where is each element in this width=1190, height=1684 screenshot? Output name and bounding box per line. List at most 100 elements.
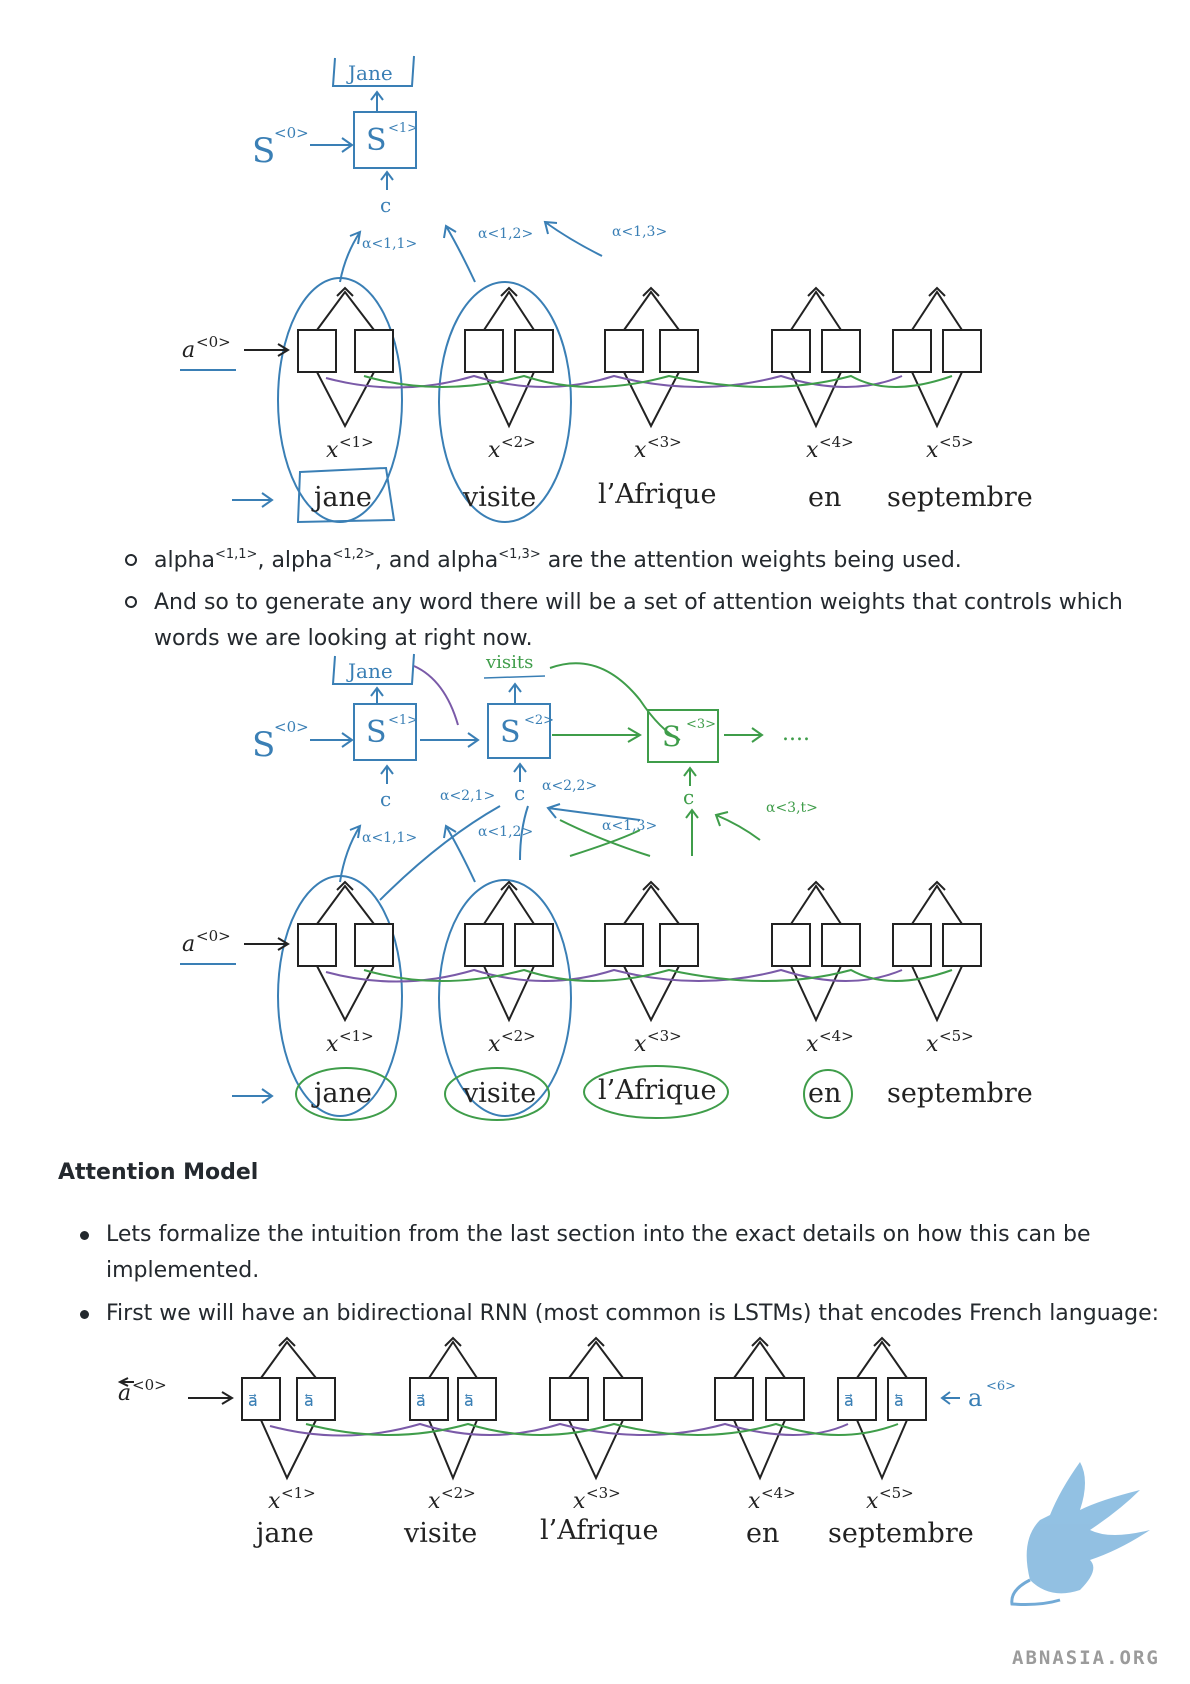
svg-text:visite: visite [462, 482, 536, 513]
attention-set-text-line2: words we are looking at right now. [154, 626, 533, 651]
fwd-cell-1 [297, 329, 337, 373]
svg-text:S: S [662, 720, 681, 753]
alpha-weights-text: alpha<1,1>, alpha<1,2>, and alpha<1,3> a… [154, 547, 962, 573]
a0-label: a [182, 338, 195, 363]
bullet-marker [125, 596, 137, 608]
svg-text:x: x [634, 438, 647, 463]
svg-text:septembre: septembre [828, 1518, 974, 1549]
svg-text:c: c [514, 781, 525, 805]
formalize-text-line2: implemented. [106, 1258, 260, 1283]
svg-text:x: x [326, 438, 339, 463]
svg-text:septembre: septembre [887, 482, 1033, 513]
jane-box [296, 466, 396, 524]
svg-text:l’Afrique: l’Afrique [598, 479, 716, 510]
x-labels-1: x<1> x<2> x<3> x<4> x<5> [326, 433, 974, 463]
output-box [331, 55, 415, 87]
x-labels-2: x<1> x<2> x<3> x<4> x<5> [326, 1027, 974, 1057]
alpha11-label: α<1,1> [362, 236, 417, 252]
svg-text:<5>: <5> [879, 1484, 914, 1502]
words-3: jane visite l’Afrique en septembre [253, 1515, 974, 1549]
svg-text:a⃗: a⃗ [844, 1391, 854, 1410]
svg-text:l’Afrique: l’Afrique [540, 1515, 658, 1546]
s0-sup: <0> [274, 124, 309, 142]
a0-label: a [118, 1381, 131, 1406]
svg-text:<0>: <0> [196, 927, 231, 945]
svg-text:x: x [488, 438, 501, 463]
brnn-row-1 [297, 286, 982, 429]
s1-sup: <1> [388, 121, 418, 136]
svg-text:a⃖: a⃖ [894, 1391, 904, 1410]
svg-text:a⃖: a⃖ [304, 1391, 314, 1410]
svg-text:x: x [488, 1032, 501, 1057]
svg-text:c: c [380, 787, 391, 811]
alpha13-arrow [543, 220, 603, 257]
svg-text:x: x [748, 1489, 761, 1514]
svg-text:<3>: <3> [586, 1484, 621, 1502]
svg-text:jane: jane [311, 482, 372, 513]
output-word-jane: Jane [346, 659, 393, 683]
arrow-c-up [380, 170, 394, 190]
s1-label: S [366, 123, 387, 158]
attention-ellipse-visite [438, 281, 572, 523]
a6-sup: <6> [986, 1379, 1016, 1394]
svg-text:<3>: <3> [647, 1027, 682, 1045]
svg-text:α<2,2>: α<2,2> [542, 778, 597, 794]
alpha13-label: α<1,3> [612, 224, 667, 240]
x-labels-3: x<1> x<2> x<3> x<4> x<5> [268, 1484, 914, 1514]
svg-text:<3>: <3> [686, 717, 716, 732]
s3-box [647, 709, 719, 763]
svg-text:α<1,3>: α<1,3> [602, 818, 657, 834]
s0-label: S [252, 131, 275, 171]
svg-text:visite: visite [403, 1518, 477, 1549]
bullet-marker [125, 554, 137, 566]
arrow-s0-s1 [310, 137, 354, 153]
output-word-visits: visits [485, 652, 533, 673]
arrow-up-output [370, 90, 384, 112]
svg-text:<3>: <3> [647, 433, 682, 451]
svg-text:α<1,1>: α<1,1> [362, 830, 417, 846]
svg-text:x: x [326, 1032, 339, 1057]
svg-text:a⃗: a⃗ [248, 1391, 258, 1410]
brnn-row-3: a⃗ a⃖ a⃗ a⃖ a⃗ a⃖ [241, 1336, 927, 1481]
svg-text:S: S [500, 715, 521, 750]
svg-text:<1>: <1> [339, 433, 374, 451]
svg-text:<1>: <1> [388, 713, 418, 728]
svg-text:x: x [926, 438, 939, 463]
svg-text:S: S [366, 715, 387, 750]
alpha12-arrow [443, 224, 476, 283]
svg-text:l’Afrique: l’Afrique [598, 1075, 716, 1106]
svg-text:α<1,2>: α<1,2> [478, 824, 533, 840]
svg-text:<5>: <5> [939, 433, 974, 451]
context-c: c [380, 193, 391, 217]
watermark-text: ABNASIA.ORG [1012, 1647, 1160, 1669]
svg-text:<0>: <0> [274, 718, 309, 736]
ellipsis: .... [782, 721, 810, 746]
svg-text:<2>: <2> [441, 1484, 476, 1502]
s2-box [487, 703, 551, 759]
svg-text:<5>: <5> [939, 1027, 974, 1045]
svg-text:en: en [746, 1518, 779, 1549]
alpha12-label: α<1,2> [478, 226, 533, 242]
svg-text:x: x [926, 1032, 939, 1057]
svg-text:x: x [866, 1489, 879, 1514]
fwd-cell-2 [464, 329, 504, 373]
s1-box [353, 703, 417, 761]
svg-text:septembre: septembre [887, 1078, 1033, 1109]
svg-text:α<2,1>: α<2,1> [440, 788, 495, 804]
s1-box [353, 111, 417, 169]
bullet-marker [80, 1231, 89, 1240]
svg-text:x: x [268, 1489, 281, 1514]
svg-text:<2>: <2> [501, 1027, 536, 1045]
svg-text:a⃖: a⃖ [464, 1391, 474, 1410]
svg-text:x: x [634, 1032, 647, 1057]
a0-arrow [244, 343, 290, 357]
bullet-marker [80, 1310, 89, 1319]
svg-text:en: en [808, 482, 841, 513]
formalize-text-line1: Lets formalize the intuition from the la… [106, 1222, 1091, 1247]
svg-text:<2>: <2> [501, 433, 536, 451]
svg-text:jane: jane [311, 1078, 372, 1109]
svg-text:x: x [573, 1489, 586, 1514]
